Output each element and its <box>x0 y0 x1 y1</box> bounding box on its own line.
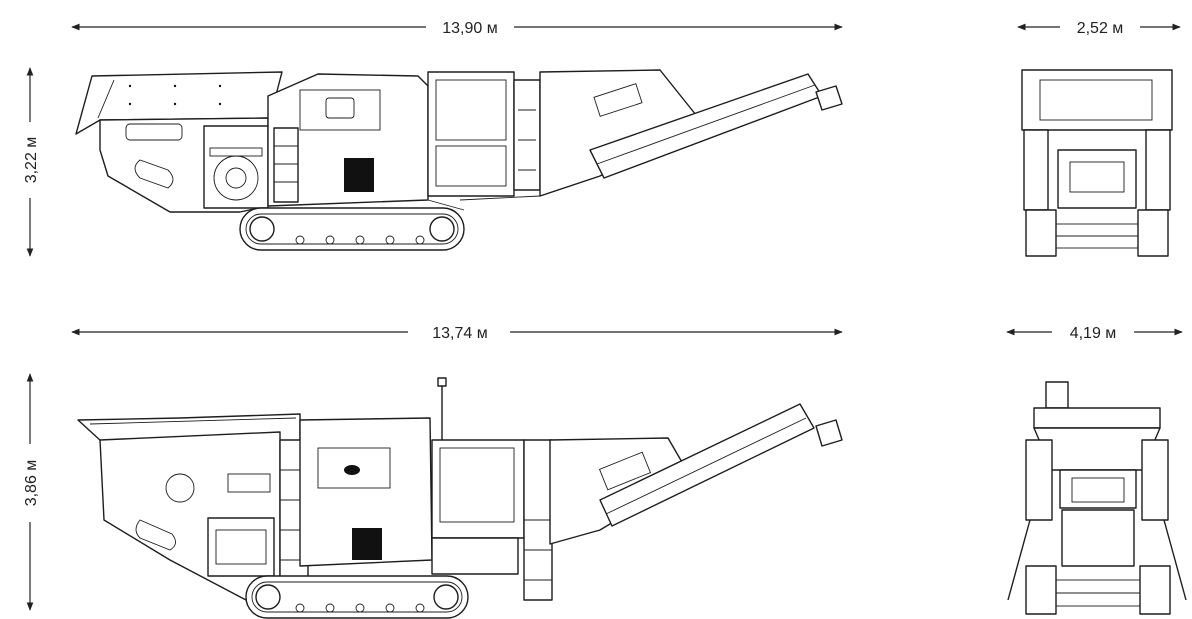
bottom-height-label: 3,86 м <box>23 460 40 507</box>
bottom-front-track-left <box>1025 565 1057 615</box>
top-height-dimension: 3,22 м <box>23 67 40 257</box>
top-side-view <box>75 69 843 251</box>
top-front-view <box>1021 69 1173 257</box>
top-width-dimension: 2,52 м <box>1017 20 1181 37</box>
top-width-label: 2,52 м <box>1077 20 1124 37</box>
top-front-track-left <box>1025 209 1057 257</box>
bottom-front-track-right <box>1139 565 1171 615</box>
top-front-track-right <box>1137 209 1169 257</box>
bottom-front-hopper <box>1033 407 1161 429</box>
top-length-label: 13,90 м <box>442 20 497 37</box>
top-length-dimension: 13,90 м <box>71 20 843 37</box>
bottom-length-dimension: 13,74 м <box>71 325 843 342</box>
bottom-cab <box>431 439 525 539</box>
bottom-height-dimension: 3,86 м <box>23 373 40 611</box>
top-height-label: 3,22 м <box>23 137 40 184</box>
bottom-side-view <box>77 377 843 619</box>
top-cab <box>427 71 515 197</box>
bottom-front-view <box>1007 381 1187 615</box>
bottom-width-label: 4,19 м <box>1070 325 1117 342</box>
bottom-track <box>245 575 469 619</box>
bottom-discharge-conveyor <box>599 403 815 527</box>
bottom-length-label: 13,74 м <box>432 325 487 342</box>
bottom-width-dimension: 4,19 м <box>1006 325 1183 342</box>
top-front-hopper <box>1021 69 1173 131</box>
bottom-engine <box>207 517 275 577</box>
